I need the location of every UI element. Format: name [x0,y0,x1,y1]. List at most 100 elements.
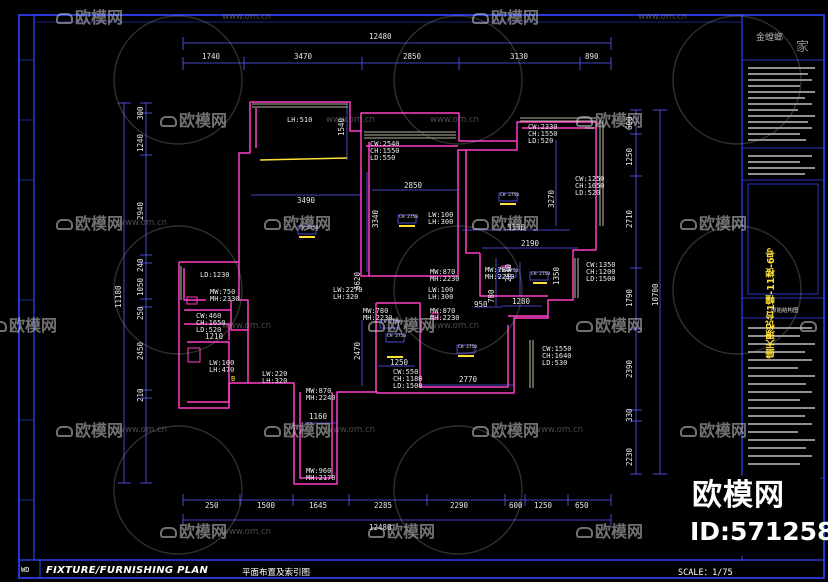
interior-dim-3: 3270 [547,189,556,208]
room-label: MW:780 [485,266,511,274]
bottom-dim-7: 1250 [534,501,553,510]
watermark: 欧模网 [576,318,643,334]
watermark-text: 欧模网 [595,111,644,130]
room-label: CW:460 [196,312,222,320]
watermark-url: www.om.cn [430,115,480,125]
watermark-url: www.om.cn [326,115,376,125]
watermark: 欧模网 [160,524,227,540]
bottom-dim-8: 650 [575,501,589,510]
light-tag-marks [299,203,547,358]
room-label: LH:510 [287,116,313,124]
drawing-scale: SCALE：1/75 [678,568,733,578]
room-label: LD:520 [196,326,222,334]
watermark-text: 欧模网 [9,316,58,335]
watermark: 欧模网 [368,524,435,540]
room-label: CH:1650 [575,182,605,190]
room-label: LD:1500 [586,275,616,283]
watermark: 欧模网 [160,113,227,129]
watermark: 欧模网 [576,113,643,129]
top-dim-4: 3130 [510,52,529,61]
interior-dim-9: 780 [487,289,496,303]
room-label: MH:2230 [363,314,393,322]
room-label: MH:2210 [485,273,515,281]
interior-dim-14: 3340 [371,209,380,228]
brand-backdrop [680,476,820,556]
watermark: 欧模网 [368,318,435,334]
windows [180,103,604,388]
kitchen-counter-line [259,157,348,161]
room-label: CH:1640 [542,352,572,360]
brand-id: ID:571258 [690,517,828,546]
company-logo-char: 家 [796,40,810,55]
walls [178,101,597,485]
watermark-url: www.om.cn [638,12,688,22]
light-tags [297,192,549,354]
light-tag-text: CH 2750 [381,320,400,325]
room-label: CW:550 [393,368,419,376]
room-label: B [231,375,236,383]
watermark: 欧模网 [56,423,123,439]
watermark-text: 欧模网 [75,8,124,27]
sofa-logo-icon [56,13,73,24]
sofa-logo-icon [472,426,489,437]
top-total-dim: 12480 [369,32,392,41]
room-label: MH:2230 [430,275,460,283]
room-label: CH:1180 [393,375,423,383]
watermark: 欧模网 [0,318,57,334]
light-tag-text: CH 2750 [499,269,518,274]
interior-dim-10: 2770 [459,375,478,384]
brand-watermark: 欧模网 [692,478,785,513]
watermark-url: www.om.cn [326,425,376,435]
interior-dim-15: 2470 [353,341,362,360]
room-label: MH:2330 [210,295,240,303]
watermark: 欧模网 [56,216,123,232]
right-dim-6: 330 [625,408,634,422]
room-label: MW:780 [363,307,389,315]
left-dim-5: 1050 [136,277,145,296]
sofa-logo-icon [472,219,489,230]
interior-dim-5: 2190 [521,239,540,248]
light-tag-text: CH 2750 [531,272,550,277]
room-label: MW:870 [306,387,332,395]
bottom-dim-2: 1500 [257,501,276,510]
fixtures [186,265,511,363]
room-label: MW:870 [430,307,456,315]
room-label: LH:300 [428,218,454,226]
company-logo-text: 金螳螂 [756,33,784,43]
sofa-logo-icon [576,116,593,127]
room-label: LW:100 [428,211,454,219]
watermark-text: 欧模网 [179,111,228,130]
watermark: 欧模网 [264,423,331,439]
left-dim-2: 1240 [136,133,145,152]
sofa-logo-icon [0,321,7,332]
light-tag-text: CH 2750 [500,193,519,198]
left-margin-ticks [19,59,34,501]
room-label: LD:520 [575,189,601,197]
room-label: LW:220 [262,370,288,378]
watermark-url: www.om.cn [534,425,584,435]
watermark-text: 欧模网 [699,421,748,440]
room-label: LW:100 [428,286,454,294]
sofa-logo-icon [264,219,281,230]
watermark: 欧模网 [264,216,331,232]
watermark: 欧模网 [680,216,747,232]
right-dim-3: 2710 [625,209,634,228]
light-tag-text: CH 2750 [387,334,406,339]
panel-text-blocks [748,67,815,465]
room-label: LD:530 [542,359,568,367]
watermark-url: www.om.cn [222,527,272,537]
top-dim-5: 890 [585,52,599,61]
room-label: CH:1200 [586,268,616,276]
room-label: CH:1550 [370,147,400,155]
left-dim-8: 210 [136,388,145,402]
top-dim-2: 3470 [294,52,313,61]
room-label: LD:550 [370,154,396,162]
left-dim-1: 300 [136,106,145,120]
interior-dim-18: 1210 [205,332,224,341]
room-label: LW:100 [209,359,235,367]
watermark-url: www.om.cn [118,218,168,228]
drawing-subtitle: 平面布置及索引图 [242,568,311,578]
watermark-text: 欧模网 [283,421,332,440]
sheet-name: 原始结构图 [771,308,799,314]
